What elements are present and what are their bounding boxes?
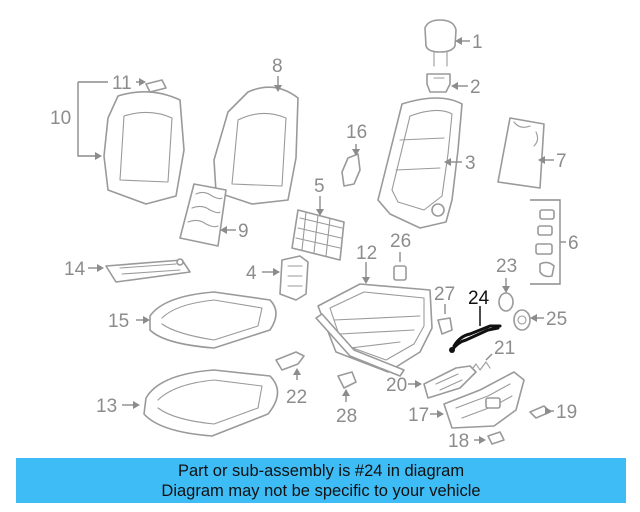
part-18-cover: 18 — [448, 431, 505, 452]
part-27-bracket: 27 — [434, 284, 455, 335]
part-24-cable: 24 — [449, 288, 502, 353]
part-25-knob: 25 — [513, 309, 567, 331]
part-2-headrest-guide: 2 — [426, 73, 481, 98]
part-8-seatback-cover: 8 — [213, 56, 299, 205]
callout-25: 25 — [546, 309, 567, 330]
callout-2: 2 — [470, 77, 481, 98]
callout-16: 16 — [346, 122, 367, 143]
callout-8: 8 — [272, 56, 283, 77]
callout-19: 19 — [556, 402, 577, 423]
callout-26: 26 — [390, 231, 411, 252]
callout-5: 5 — [314, 176, 325, 197]
part-17-side-trim: 17 — [408, 371, 525, 429]
callout-24: 24 — [468, 288, 490, 309]
banner-line-2: Diagram may not be specific to your vehi… — [161, 482, 481, 500]
part-14-sensor-mat: 14 — [64, 258, 191, 283]
callout-27: 27 — [434, 284, 455, 305]
callout-11: 11 — [112, 73, 132, 94]
part-15-cushion-cover: 15 — [108, 291, 277, 349]
callout-12: 12 — [356, 243, 377, 264]
part-4-lumbar-motor: 4 — [246, 255, 309, 301]
callout-22: 22 — [286, 387, 307, 408]
callout-18: 18 — [448, 431, 469, 452]
info-banner: Part or sub-assembly is #24 in diagram D… — [16, 458, 626, 503]
callout-21: 21 — [494, 338, 515, 359]
part-23-knob: 23 — [496, 256, 517, 312]
part-26-sensor: 26 — [390, 231, 411, 281]
callout-14: 14 — [64, 259, 86, 280]
callout-6: 6 — [568, 233, 579, 254]
part-10-seatback-pad: 10 — [50, 81, 185, 205]
part-13-cushion-pad: 13 — [96, 369, 279, 437]
part-22-lever: 22 — [275, 351, 307, 408]
callout-17: 17 — [408, 405, 429, 426]
callout-7: 7 — [556, 151, 567, 172]
callout-15: 15 — [108, 311, 129, 332]
callout-20: 20 — [386, 375, 407, 396]
part-6-connectors: 6 — [530, 199, 579, 285]
callout-3: 3 — [465, 153, 476, 174]
part-9-heater: 9 — [179, 183, 249, 247]
callout-23: 23 — [496, 256, 517, 277]
callout-1: 1 — [472, 32, 483, 53]
part-3-seatback-frame: 3 — [377, 97, 476, 229]
callout-9: 9 — [238, 221, 249, 242]
seat-parts-diagram: 1 2 3 7 8 10 — [50, 19, 579, 452]
callout-28: 28 — [336, 406, 357, 427]
banner-line-1: Part or sub-assembly is #24 in diagram — [177, 462, 465, 480]
part-21-spring: 21 — [469, 338, 515, 373]
callout-4: 4 — [246, 263, 257, 284]
part-11-clip: 11 — [112, 73, 167, 94]
part-16-bracket: 16 — [341, 122, 367, 187]
callout-10: 10 — [50, 108, 71, 129]
callout-13: 13 — [96, 396, 117, 417]
part-28-clip: 28 — [336, 371, 357, 427]
part-12-seat-frame: 12 — [315, 243, 433, 377]
part-7-back-board: 7 — [497, 117, 567, 189]
part-5-lumbar: 5 — [291, 176, 345, 261]
part-1-headrest: 1 — [424, 19, 483, 67]
part-20-switch-panel: 20 — [386, 365, 477, 399]
part-19-cap: 19 — [529, 402, 577, 423]
